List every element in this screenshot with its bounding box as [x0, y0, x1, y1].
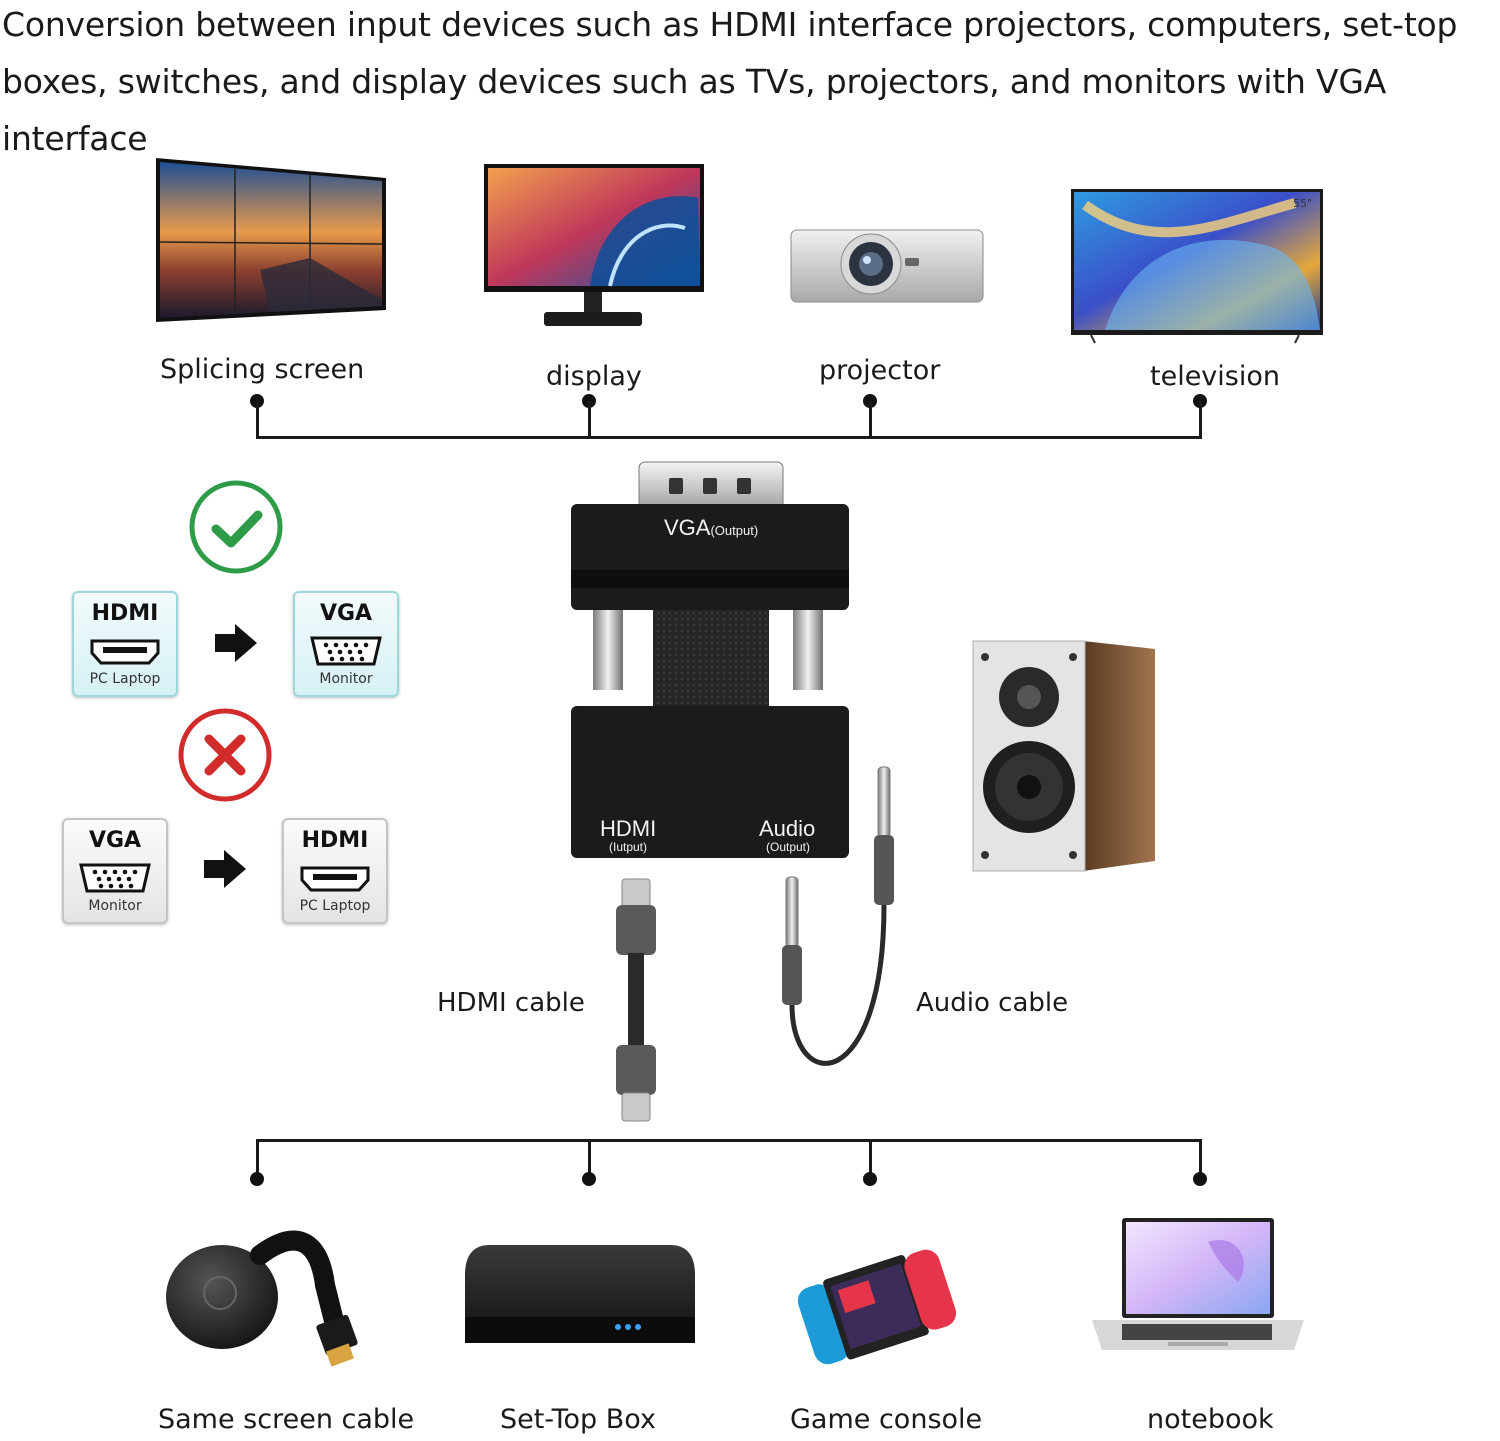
adapter-hdmi-note: (Iutput)	[609, 840, 648, 854]
label-splicing-screen: Splicing screen	[160, 354, 365, 385]
adapter-hdmi-label: HDMI	[600, 816, 657, 841]
television-image: 55"	[1071, 189, 1323, 344]
badge-hdmi-target: HDMI PC Laptop	[282, 818, 388, 924]
adapter-audio-label: Audio	[759, 816, 816, 841]
badge-title: HDMI	[301, 828, 369, 853]
adapter-audio-note: (Output)	[766, 840, 811, 854]
node-set-top	[582, 1172, 596, 1186]
badge-vga-source: VGA Monitor	[62, 818, 168, 924]
badge-sub: PC Laptop	[89, 671, 161, 687]
label-notebook: notebook	[1147, 1404, 1274, 1435]
label-game-console: Game console	[790, 1404, 983, 1435]
wire-drop	[869, 401, 872, 439]
projector-image	[790, 229, 984, 303]
label-same-screen-cable: Same screen cable	[158, 1404, 415, 1435]
speaker-image	[972, 640, 1155, 872]
notebook-image	[1092, 1218, 1304, 1350]
badge-hdmi-source: HDMI PC Laptop	[72, 591, 178, 697]
check-icon	[188, 479, 284, 575]
wire-drop	[1199, 401, 1202, 439]
badge-vga-target: VGA Monitor	[293, 591, 399, 697]
wire-drop	[588, 401, 591, 439]
badge-sub: Monitor	[319, 671, 373, 687]
node-game	[863, 1172, 877, 1186]
top-bus-wire	[256, 436, 1202, 439]
set-top-box-image	[465, 1245, 695, 1343]
vga-port-icon	[310, 636, 382, 666]
label-audio-cable: Audio cable	[916, 988, 1069, 1018]
badge-title: HDMI	[91, 601, 159, 626]
badge-sub: PC Laptop	[299, 898, 371, 914]
vga-port-icon	[79, 863, 151, 893]
label-set-top-box: Set-Top Box	[500, 1404, 656, 1435]
wire-drop	[1199, 1139, 1202, 1179]
label-television: television	[1150, 361, 1280, 392]
adapter-image	[571, 461, 849, 858]
badge-title: VGA	[319, 601, 373, 626]
hdmi-cable-image	[616, 878, 656, 1122]
display-image	[484, 164, 704, 326]
label-hdmi-cable: HDMI cable	[437, 988, 585, 1018]
vga-port-note: (Output)	[710, 523, 759, 538]
adapter-vga-label: VGA(Output)	[664, 515, 758, 541]
wire-drop	[256, 401, 259, 439]
badge-sub: Monitor	[88, 898, 142, 914]
arrow-right-icon	[204, 850, 246, 892]
cross-icon	[177, 707, 273, 803]
audio-cable-image	[782, 766, 894, 1066]
arrow-right-icon	[215, 624, 257, 666]
badge-title: VGA	[88, 828, 142, 853]
hdmi-port-icon	[300, 866, 370, 892]
hdmi-port-icon	[90, 639, 160, 665]
wire-drop	[256, 1139, 259, 1179]
vga-port-text: VGA	[664, 515, 711, 540]
same-screen-cable-image	[166, 1230, 358, 1367]
wire-drop	[588, 1139, 591, 1179]
splicing-screen-image	[156, 158, 386, 322]
label-projector: projector	[819, 355, 941, 386]
wire-drop	[869, 1139, 872, 1179]
label-display: display	[546, 361, 642, 392]
headline: Conversion between input devices such as…	[2, 5, 1458, 158]
node-same-screen	[250, 1172, 264, 1186]
game-console-image	[797, 1249, 957, 1365]
bottom-bus-wire	[256, 1139, 1202, 1142]
node-notebook	[1193, 1172, 1207, 1186]
tv-size-mark: 55"	[1293, 197, 1312, 210]
